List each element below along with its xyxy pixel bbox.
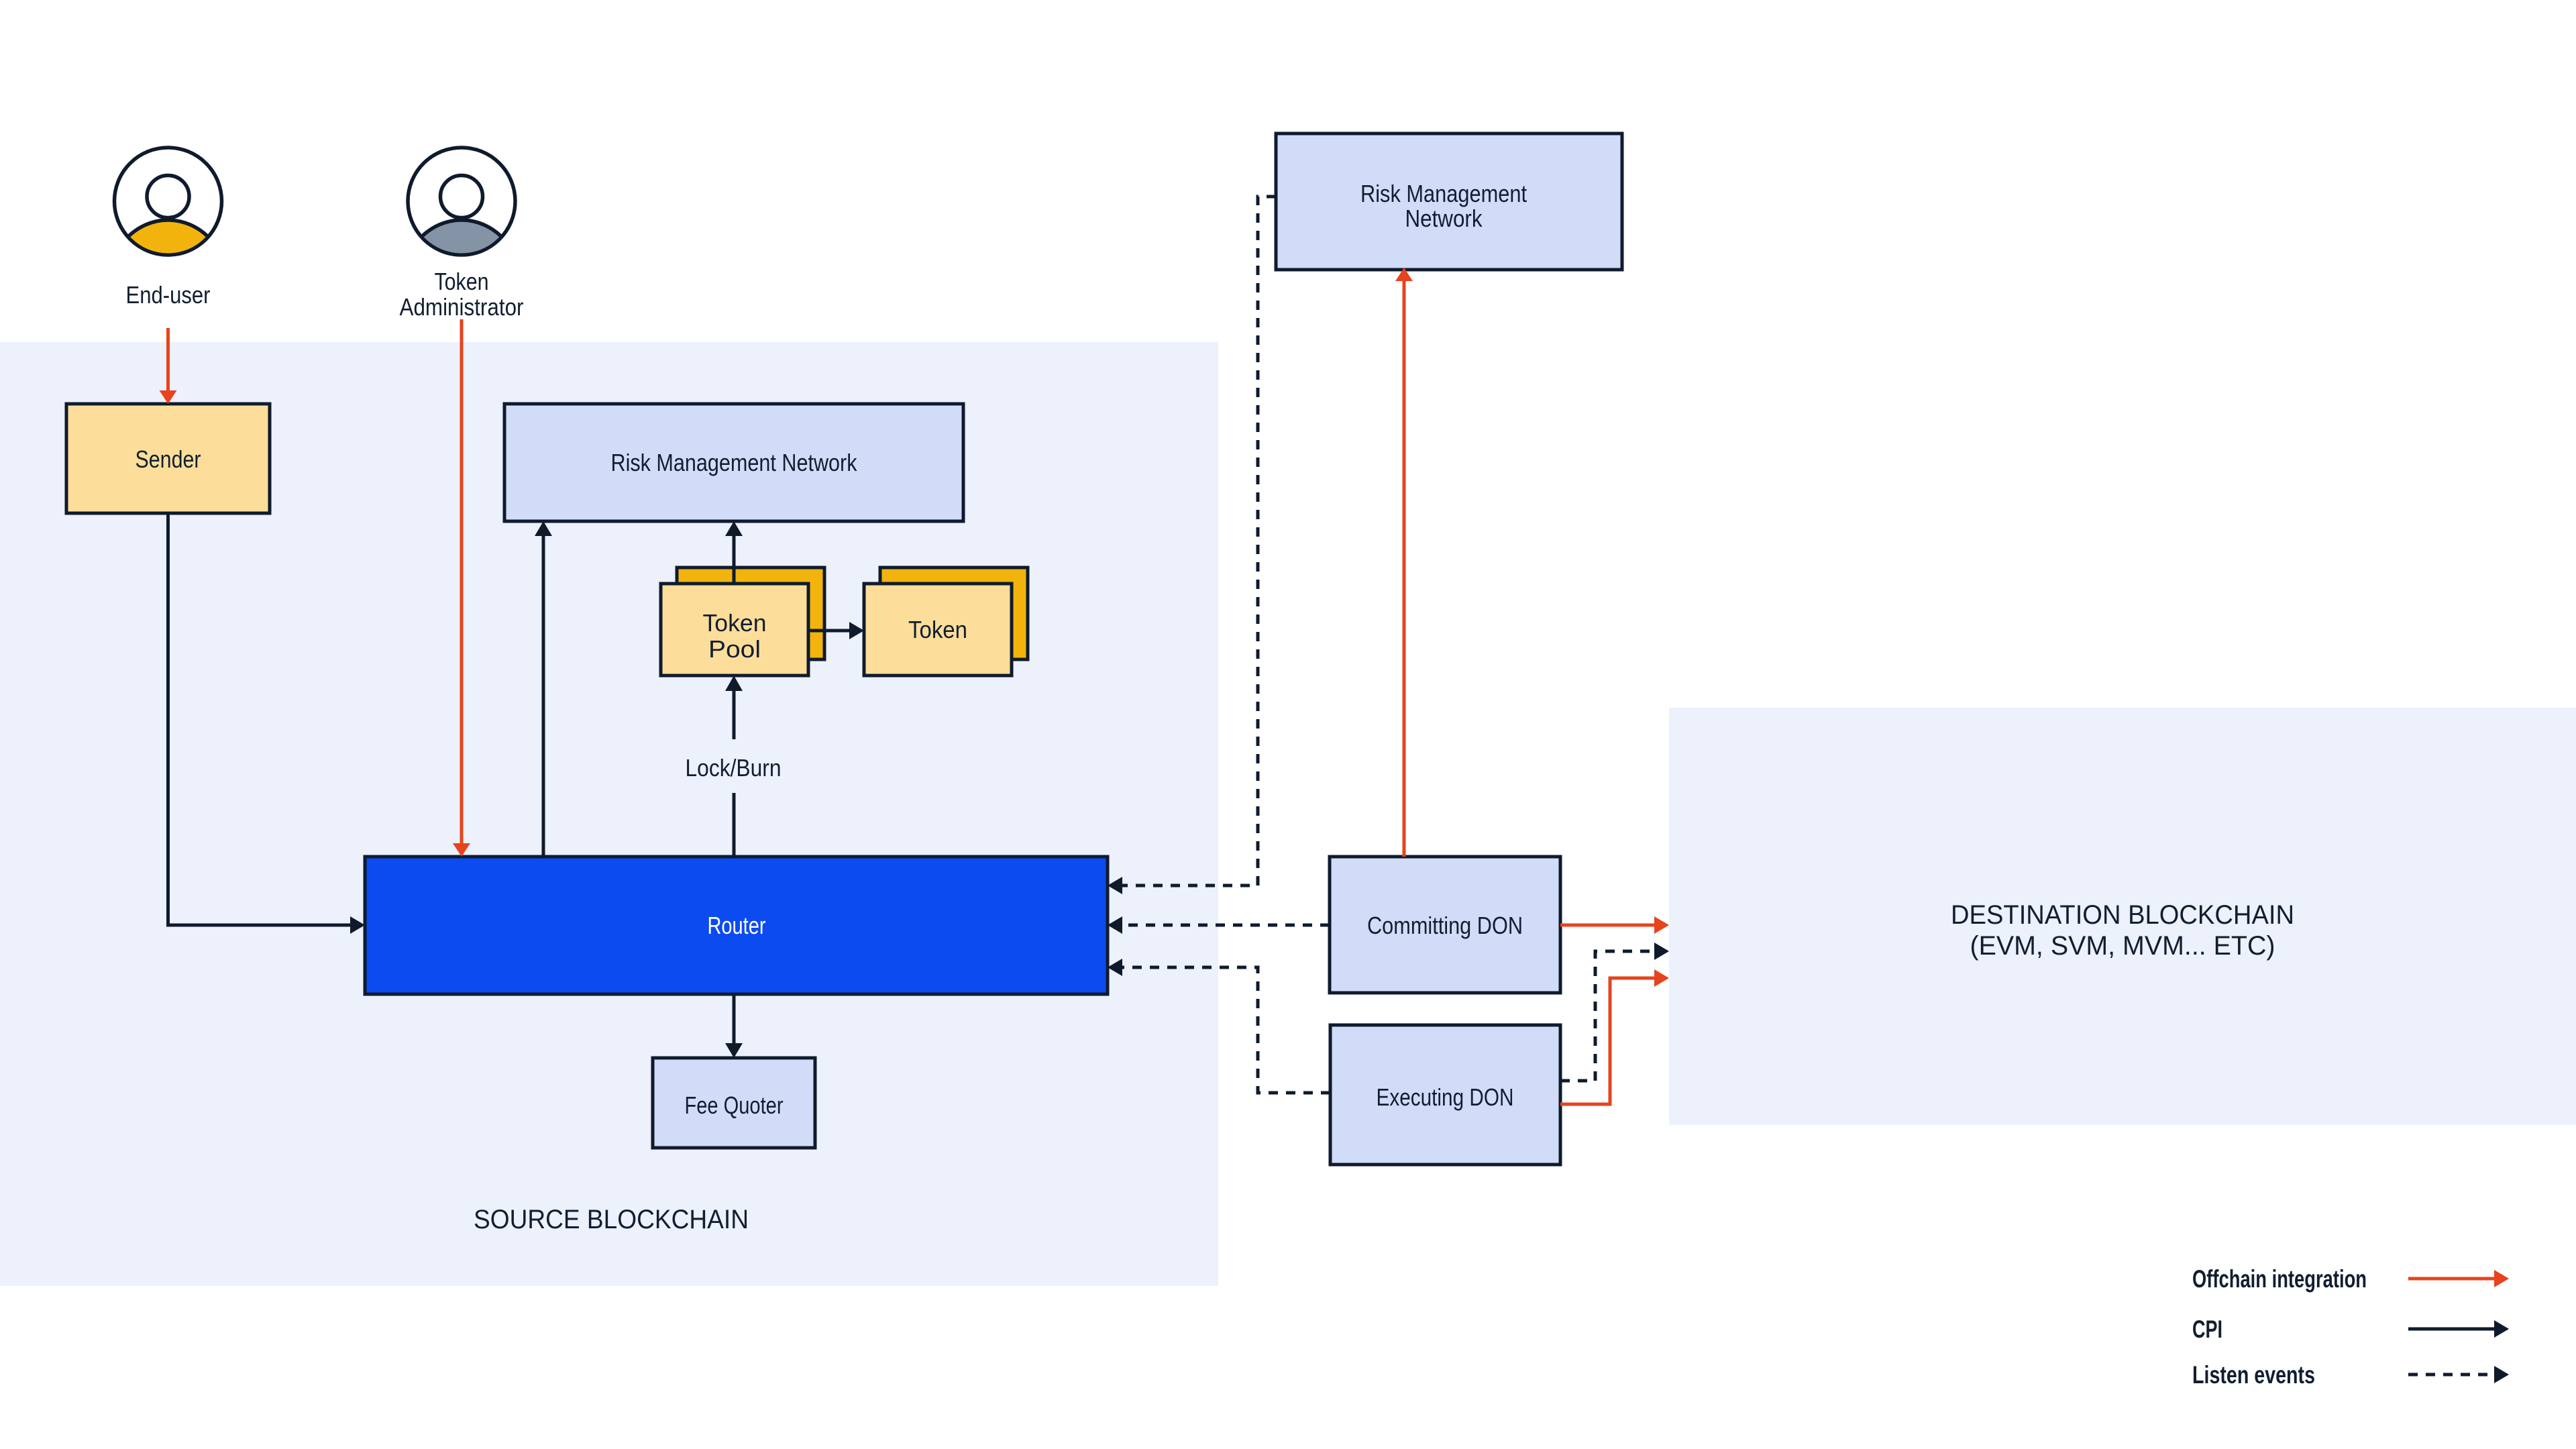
svg-text:Risk Management: Risk Management [1360, 180, 1527, 207]
svg-text:Sender: Sender [136, 445, 201, 473]
svg-text:Router: Router [708, 912, 766, 939]
svg-text:Listen events: Listen events [2192, 1361, 2315, 1389]
svg-text:(EVM, SVM, MVM... ETC): (EVM, SVM, MVM... ETC) [1970, 931, 2275, 961]
svg-text:Token: Token [435, 268, 489, 295]
svg-text:Token: Token [703, 609, 767, 637]
svg-text:Offchain integration: Offchain integration [2192, 1265, 2367, 1293]
svg-text:Risk Management Network: Risk Management Network [611, 449, 858, 476]
svg-text:Fee Quoter: Fee Quoter [685, 1091, 784, 1119]
svg-text:Network: Network [1405, 205, 1483, 232]
svg-text:DESTINATION BLOCKCHAIN: DESTINATION BLOCKCHAIN [1951, 900, 2294, 930]
svg-text:CPI: CPI [2192, 1316, 2222, 1343]
svg-text:End-user: End-user [126, 281, 211, 309]
svg-text:Token: Token [908, 616, 967, 643]
svg-text:Lock/Burn: Lock/Burn [686, 754, 782, 782]
svg-text:Administrator: Administrator [400, 293, 524, 321]
svg-text:SOURCE BLOCKCHAIN: SOURCE BLOCKCHAIN [474, 1205, 749, 1234]
svg-text:Pool: Pool [708, 635, 761, 663]
svg-text:Executing DON: Executing DON [1377, 1083, 1514, 1111]
svg-text:Committing DON: Committing DON [1367, 912, 1523, 939]
